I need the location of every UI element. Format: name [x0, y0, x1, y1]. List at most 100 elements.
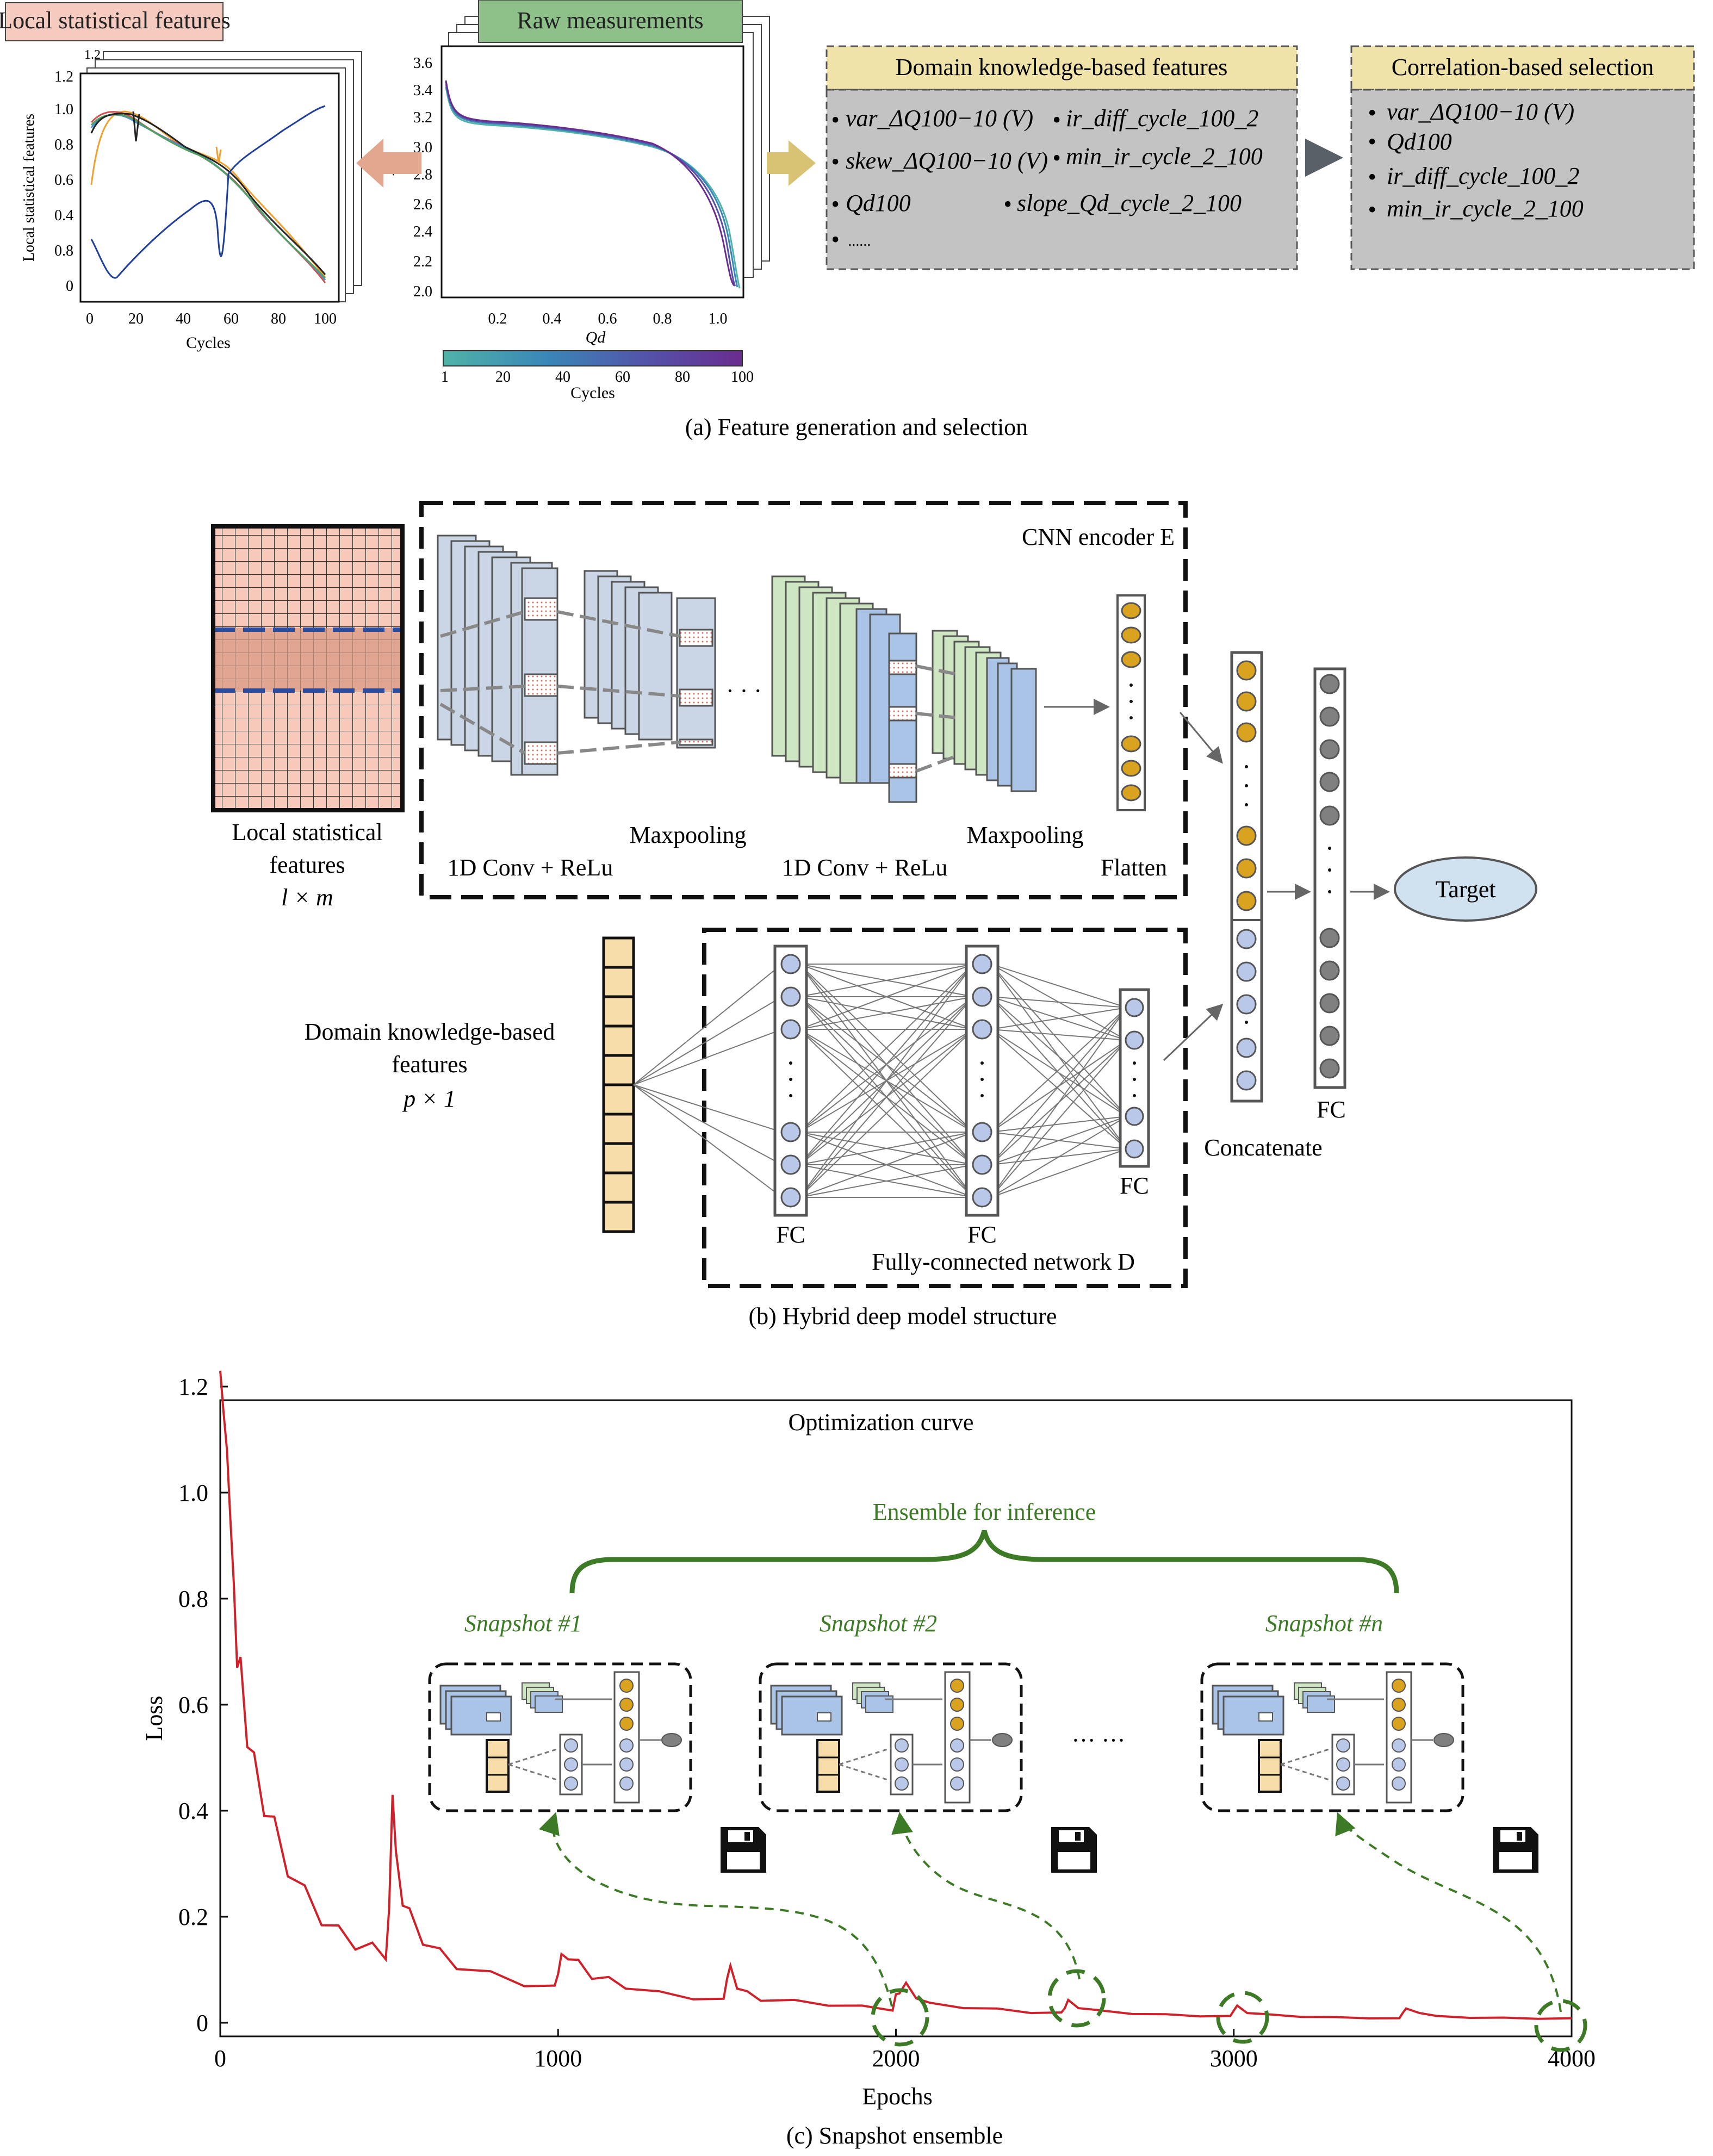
- local-xtick: 60: [224, 310, 239, 327]
- snapshot-label-3: Snapshot #n: [1265, 1610, 1383, 1637]
- colorbar-label: Cycles: [570, 384, 615, 402]
- corr-item: min_ir_cycle_2_100: [1387, 195, 1584, 222]
- local-xtick: 100: [314, 310, 337, 327]
- domain-item: Qd100: [846, 190, 911, 216]
- fc-layer-1: [773, 945, 808, 1217]
- raw-xlabel: Qd: [586, 328, 606, 346]
- domain-item: ......: [848, 233, 871, 250]
- conv-connectors-2: [915, 664, 958, 773]
- arrow-to-concat-1: [1179, 712, 1223, 764]
- panel-b: Local statistical features l × m CNN enc…: [211, 501, 1537, 1329]
- svg-text:•: •: [1052, 107, 1060, 133]
- raw-xtick: 0.4: [543, 310, 562, 327]
- input-label-2: features: [269, 852, 345, 878]
- panel-c: Optimization curve Loss Epochs 00.20.40.…: [141, 1370, 1596, 2149]
- svg-text:•: •: [1368, 100, 1376, 126]
- fc-label-2: FC: [967, 1221, 997, 1248]
- domain-label-2: features: [392, 1051, 467, 1078]
- local-stack-tick: 1.2: [84, 48, 101, 62]
- input-label-1: Local statistical: [232, 819, 382, 846]
- chart-xlabel: Epochs: [862, 2083, 933, 2110]
- local-xlabel: Cycles: [186, 334, 231, 352]
- colorbar-tick: 100: [731, 369, 754, 386]
- input-grid: [211, 524, 405, 812]
- snapshot-markers: [871, 1969, 1587, 2052]
- raw-ytick: 3.6: [413, 55, 432, 72]
- chart-ylabel: Loss: [141, 1695, 167, 1741]
- local-ytick: 1.2: [54, 69, 73, 85]
- local-curves: [90, 105, 326, 283]
- colorbar-tick: 20: [495, 369, 511, 386]
- domain-title: Domain knowledge-based features: [896, 54, 1228, 80]
- local-xtick: 20: [128, 310, 144, 327]
- local-ylabel: Local statistical features: [21, 114, 38, 262]
- local-features-title: Local statistical features: [0, 7, 231, 34]
- arrow-left: [356, 139, 421, 188]
- fc-layer-2: [965, 945, 1000, 1217]
- local-ytick: 0.6: [54, 172, 73, 189]
- fc-label-1: FC: [776, 1221, 805, 1248]
- conv-label-2: 1D Conv + ReLu: [782, 854, 948, 881]
- panel-b-caption: (b) Hybrid deep model structure: [749, 1303, 1057, 1329]
- y-tick-label: 0.6: [178, 1692, 208, 1718]
- domain-label-1: Domain knowledge-based: [305, 1018, 555, 1045]
- local-xtick: 40: [176, 310, 191, 327]
- arrow-dark: [1305, 139, 1343, 177]
- x-tick-label: 3000: [1210, 2045, 1258, 2072]
- snapshot-ellipsis: ··· ···: [1072, 1727, 1126, 1754]
- maxpool-label-1: Maxpooling: [629, 822, 746, 848]
- concat-column: [1230, 651, 1263, 1103]
- panel-c-caption: (c) Snapshot ensemble: [786, 2122, 1003, 2149]
- domain-item: min_ir_cycle_2_100: [1066, 143, 1263, 170]
- save-disk-icon: [1493, 1827, 1538, 1873]
- domain-dims: p × 1: [402, 1085, 456, 1112]
- local-ytick: 0.8: [54, 136, 73, 153]
- save-disk-icon: [1051, 1827, 1097, 1873]
- snapshot-model-3: [1200, 1662, 1464, 1812]
- fc-label-4: FC: [1317, 1096, 1346, 1123]
- y-tick-label: 0.8: [178, 1586, 208, 1612]
- fc-connections: [633, 964, 1127, 1198]
- arrow-to-concat-2: [1163, 1003, 1224, 1061]
- y-tick-label: 0: [196, 2010, 208, 2036]
- x-tick-label: 1000: [534, 2045, 582, 2072]
- raw-curves: [445, 80, 741, 289]
- domain-input-column: [602, 936, 635, 1233]
- conv-stack-2: [771, 575, 917, 803]
- chart-series: [219, 1370, 1572, 2020]
- raw-ytick: 2.4: [413, 223, 432, 240]
- local-features-plot: 1.2 Local statistical features Local sta…: [0, 2, 362, 352]
- maxpool-label-2: Maxpooling: [966, 822, 1083, 848]
- raw-yticks: 2.0 2.2 2.4 2.6 2.8 3.0 3.2 3.4 3.6: [413, 55, 432, 300]
- flatten-column: [1116, 594, 1146, 811]
- svg-text:•: •: [1052, 145, 1060, 171]
- local-yticks: 0 0.8 0.4 0.6 0.8 1.0 1.2: [54, 69, 73, 295]
- domain-item: slope_Qd_cycle_2_100: [1017, 190, 1242, 216]
- corr-item: Qd100: [1387, 128, 1452, 155]
- pool-stack-1: [584, 570, 716, 749]
- domain-item: var_ΔQ100−10 (V): [846, 105, 1033, 132]
- svg-text:•: •: [1368, 196, 1376, 223]
- target-node: [1394, 856, 1537, 922]
- conv-connectors-1: [439, 610, 680, 755]
- domain-features-box: Domain knowledge-based features • var_ΔQ…: [826, 45, 1298, 270]
- snapshot-model-2: [759, 1662, 1023, 1812]
- colorbar-tick: 80: [675, 369, 690, 386]
- svg-text:•: •: [831, 226, 839, 253]
- x-tick-label: 2000: [872, 2045, 920, 2072]
- local-xticks: 0 20 40 60 80 100: [86, 310, 337, 327]
- svg-text:•: •: [831, 148, 839, 175]
- colorbar-ticks: 1 20 40 60 80 100: [441, 369, 754, 386]
- target-label: Target: [1436, 876, 1496, 903]
- y-tick-label: 1.2: [178, 1374, 208, 1400]
- chart-yticks: 00.20.40.60.81.01.2: [178, 1374, 228, 2036]
- raw-title: Raw measurements: [517, 7, 703, 34]
- svg-text:•: •: [1003, 191, 1011, 218]
- concatenate-label: Concatenate: [1204, 1134, 1322, 1161]
- panel-a-caption: (a) Feature generation and selection: [685, 414, 1028, 440]
- input-dims: l × m: [281, 884, 333, 911]
- corr-item: var_ΔQ100−10 (V): [1387, 98, 1574, 125]
- chart-title: Optimization curve: [789, 1409, 974, 1436]
